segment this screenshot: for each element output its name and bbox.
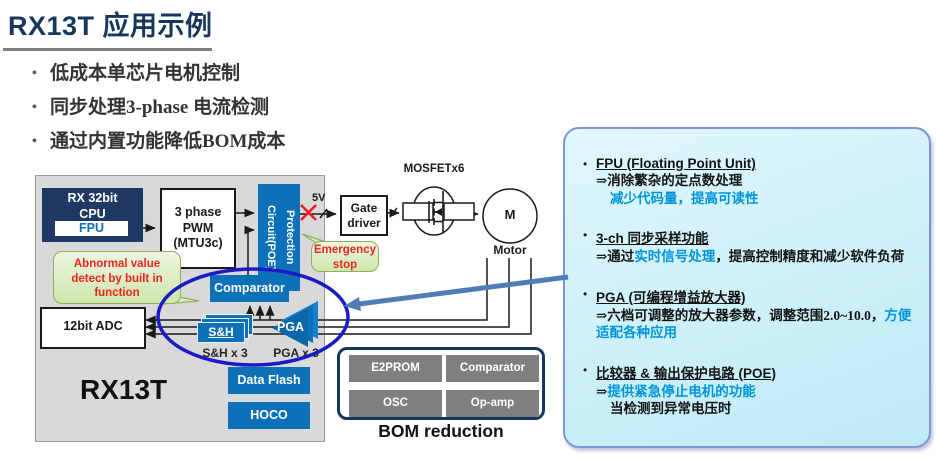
mosfet-symbol xyxy=(402,186,475,236)
fpu-block: FPU xyxy=(55,221,128,236)
emergency-stop-callout: Emergency stop xyxy=(311,241,379,272)
page-title: RX13T 应用示例 xyxy=(8,11,213,41)
chip-name-label: RX13T xyxy=(80,374,168,405)
comparator-block: Comparator xyxy=(210,275,289,302)
cpu-line1: RX 32bit xyxy=(67,191,118,205)
sample-hold-stack: S&H xyxy=(197,314,257,344)
bom-reduction-panel: E2PROM Comparator OSC Op-amp xyxy=(337,347,545,420)
pga-label: PGA xyxy=(277,320,305,334)
pga-stack: PGA xyxy=(272,301,320,349)
5v-label: 5V xyxy=(312,192,326,204)
key-points-list: 低成本单芯片电机控制 同步处理3-phase 电流检测 通过内置功能降低BOM成… xyxy=(30,60,285,162)
feature-callout-panel: FPU (Floating Point Unit) ⇒消除繁杂的定点数处理 减少… xyxy=(563,127,931,448)
feature-comparator-poe: 比较器 & 输出保护电路 (POE) ⇒提供紧急停止电机的功能 当检测到异常电压… xyxy=(579,362,917,418)
hoco-block: HOCO xyxy=(228,402,310,429)
adc-block: 12bit ADC xyxy=(40,307,146,349)
cpu-block: RX 32bit CPU FPU xyxy=(42,188,143,242)
data-flash-block: Data Flash xyxy=(228,367,310,394)
key-point: 通过内置功能降低BOM成本 xyxy=(30,128,285,156)
feature-3ch-sampling: 3-ch 同步采样功能 ⇒通过实时信号处理，提高控制精度和减少软件负荷 xyxy=(579,227,917,266)
bom-reduction-label: BOM reduction xyxy=(378,421,504,441)
sample-hold-label: S&H xyxy=(197,322,245,343)
pointer-arrow xyxy=(344,274,569,311)
key-point: 同步处理3-phase 电流检测 xyxy=(30,94,285,122)
abnormal-value-callout: Abnormal value detect by built in functi… xyxy=(53,251,181,304)
motor-label: Motor xyxy=(493,243,527,257)
pga-count-label: PGA x 3 xyxy=(273,346,319,360)
mosfet-label: MOSFETx6 xyxy=(403,163,465,175)
title-underline xyxy=(3,48,212,51)
cpu-line2: CPU xyxy=(79,207,106,221)
gate-driver-block: Gate driver xyxy=(340,195,388,236)
key-point: 低成本单芯片电机控制 xyxy=(30,60,285,88)
feature-pga: PGA (可编程增益放大器) ⇒六档可调整的放大器参数，调整范围2.0~10.0… xyxy=(579,286,917,342)
bom-item: OSC xyxy=(349,390,442,417)
sh-count-label: S&H x 3 xyxy=(202,346,248,360)
bom-item: Comparator xyxy=(446,355,539,382)
bom-item: E2PROM xyxy=(349,355,442,382)
motor-m-label: M xyxy=(504,207,516,222)
feature-fpu: FPU (Floating Point Unit) ⇒消除繁杂的定点数处理 减少… xyxy=(579,156,917,207)
bom-item: Op-amp xyxy=(446,390,539,417)
